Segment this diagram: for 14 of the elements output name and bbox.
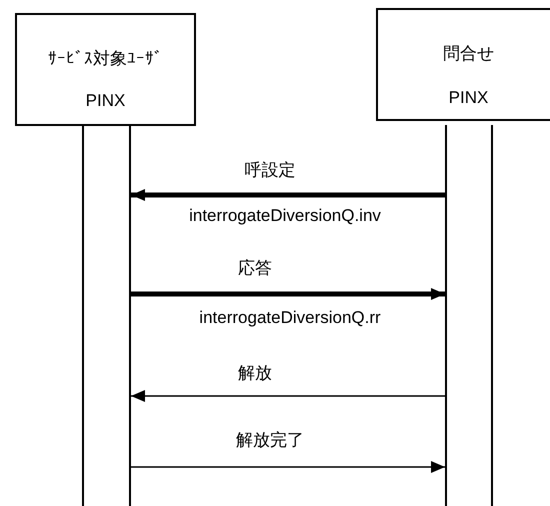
participant-type: PINX (86, 91, 126, 111)
message-arrow (131, 288, 445, 300)
operation-name: interrogateDiversionQ.inv (187, 206, 383, 226)
participant-type: PINX (448, 88, 488, 108)
participant-name: 問合せ (443, 43, 494, 65)
message-arrow (131, 390, 445, 402)
participant-name: ｻｰﾋﾞｽ対象ﾕｰｻﾞ (48, 48, 163, 70)
lifeline (82, 125, 131, 506)
operation-name: interrogateDiversionQ.rr (197, 308, 383, 328)
participant-box (376, 8, 550, 121)
message-arrow (131, 189, 445, 201)
lifeline (445, 125, 493, 506)
participant-box (15, 13, 196, 126)
message-arrow (131, 461, 445, 473)
